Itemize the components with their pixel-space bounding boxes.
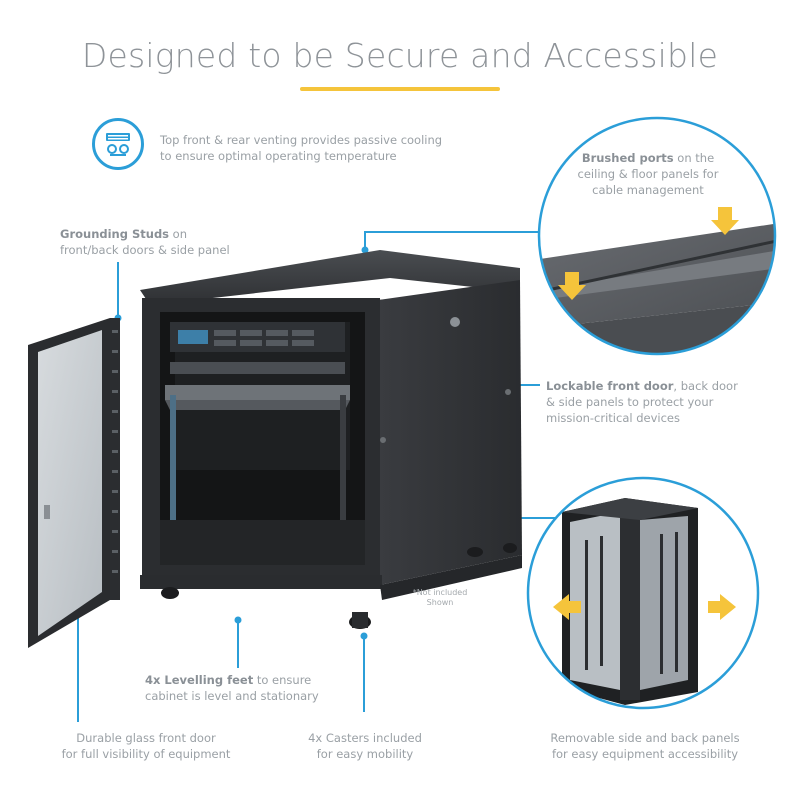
lockable-bold: Lockable front door [546, 379, 674, 393]
brushed-ports-line2: ceiling & floor panels for [577, 167, 719, 181]
removable-line2: for easy equipment accessibility [551, 747, 739, 761]
brushed-ports-bold: Brushed ports [581, 151, 674, 165]
lockable-line3: mission-critical devices [546, 411, 680, 425]
venting-line2: to ensure optimal operating temperature [160, 149, 397, 163]
brushed-port-zoom [539, 118, 775, 354]
grounding-line2: front/back doors & side panel [60, 243, 230, 257]
leveling-rest: to ensure [253, 673, 312, 687]
casters-caption: 4x Casters included for easy mobility [290, 730, 440, 762]
glass-door-line2: for full visibility of equipment [61, 747, 231, 761]
glass-door-caption: Durable glass front door for full visibi… [46, 730, 246, 762]
page-title: Designed to be Secure and Accessible [81, 36, 719, 75]
venting-line1: Top front & rear venting provides passiv… [160, 133, 443, 147]
leveling-caption: 4x Levelling feet to ensure cabinet is l… [145, 672, 365, 704]
not-included-line1: *Not included [412, 588, 468, 597]
brushed-ports-rest: on the [673, 151, 715, 165]
brushed-ports-line3: cable management [592, 183, 704, 197]
venting-caption: Top front & rear venting provides passiv… [160, 132, 490, 164]
vent-fan-icon [92, 118, 144, 170]
grounding-caption: Grounding Studs on front/back doors & si… [60, 226, 260, 258]
lockable-line2: & side panels to protect your [546, 395, 714, 409]
brushed-ports-caption: Brushed ports on the ceiling & floor pan… [548, 150, 748, 198]
not-included-line2: Shown [426, 598, 454, 607]
removable-panels-zoom [528, 478, 758, 708]
glass-door-line1: Durable glass front door [76, 731, 216, 745]
leveling-bold: 4x Levelling feet [145, 673, 254, 687]
not-included-label: *Not included Shown [405, 588, 475, 608]
removable-line1: Removable side and back panels [550, 731, 740, 745]
grounding-rest: on [169, 227, 188, 241]
leveling-line2: cabinet is level and stationary [145, 689, 319, 703]
lockable-caption: Lockable front door, back door & side pa… [546, 378, 786, 426]
removable-caption: Removable side and back panels for easy … [525, 730, 765, 762]
title-underline [300, 87, 500, 91]
yellow-arrow-icons [558, 207, 739, 300]
grounding-bold: Grounding Studs [60, 227, 170, 241]
casters-line2: for easy mobility [316, 747, 414, 761]
casters-line1: 4x Casters included [308, 731, 422, 745]
lockable-rest: , back door [673, 379, 738, 393]
